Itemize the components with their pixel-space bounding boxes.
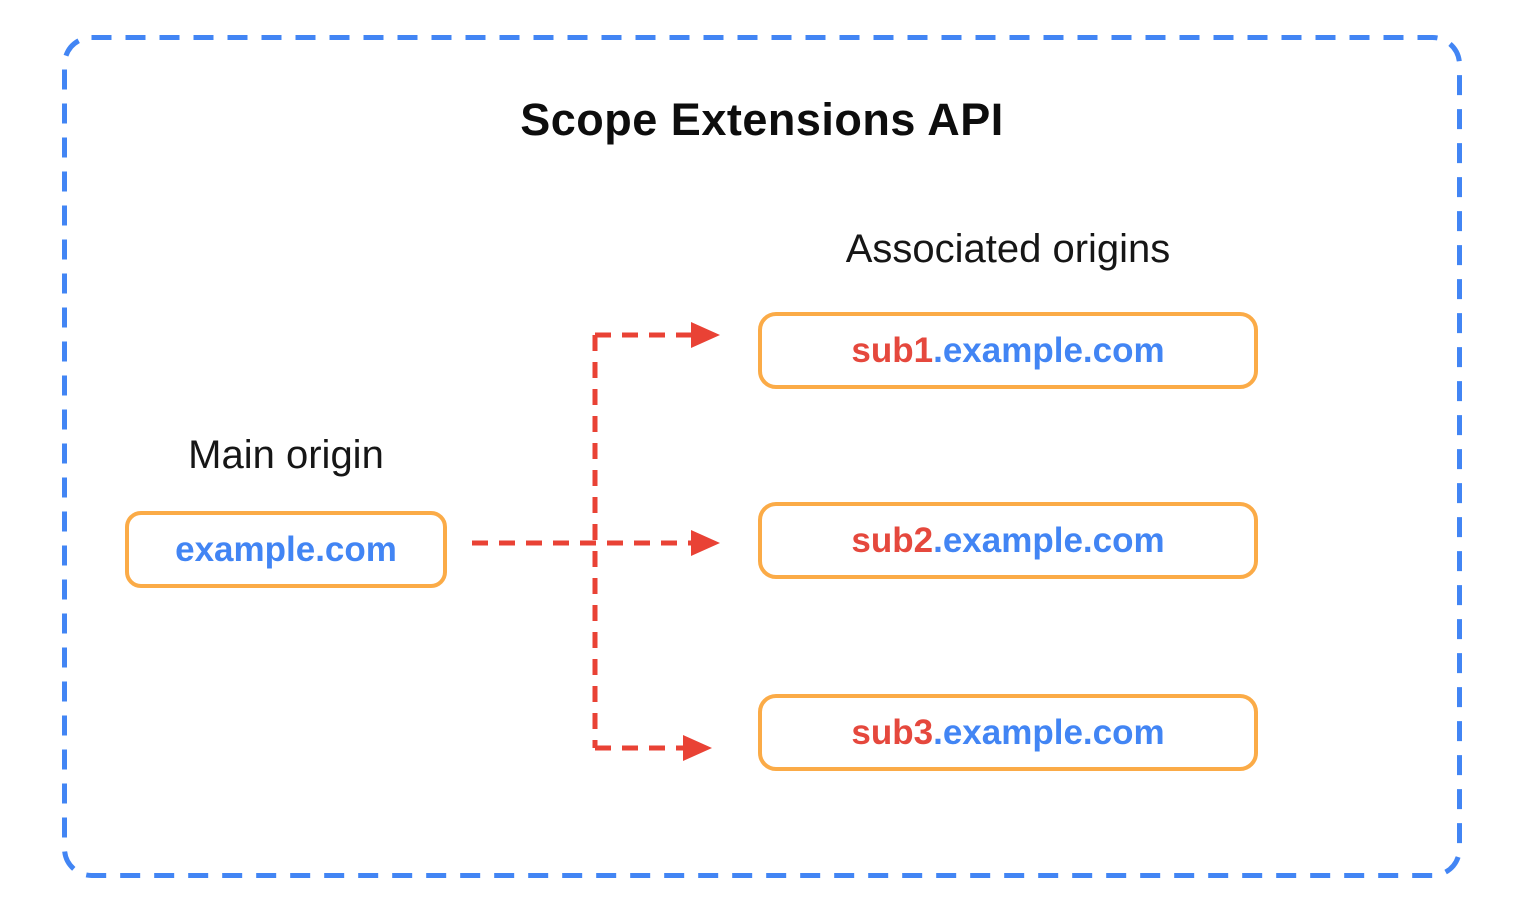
associated-origins-label: Associated origins [845,227,1171,271]
arrowhead-sub2-icon [691,530,720,556]
sub3-suffix: .example.com [933,712,1165,752]
associated-origin-box-sub3: sub3.example.com [758,694,1258,771]
sub2-prefix: sub2 [851,520,934,560]
main-origin-box: example.com [125,511,447,588]
sub1-prefix: sub1 [851,330,934,370]
associated-origin-box-sub1: sub1.example.com [758,312,1258,389]
sub3-prefix: sub3 [851,712,934,752]
sub2-suffix: .example.com [933,520,1165,560]
associated-origin-box-sub2: sub2.example.com [758,502,1258,579]
main-origin-domain: example.com [175,529,397,569]
main-origin-label: Main origin [188,433,384,477]
arrowhead-sub1-icon [691,322,720,348]
sub1-suffix: .example.com [933,330,1165,370]
arrowhead-sub3-icon [683,735,712,761]
diagram-title: Scope Extensions API [520,94,1004,145]
outer-dashed-border [62,35,1462,878]
